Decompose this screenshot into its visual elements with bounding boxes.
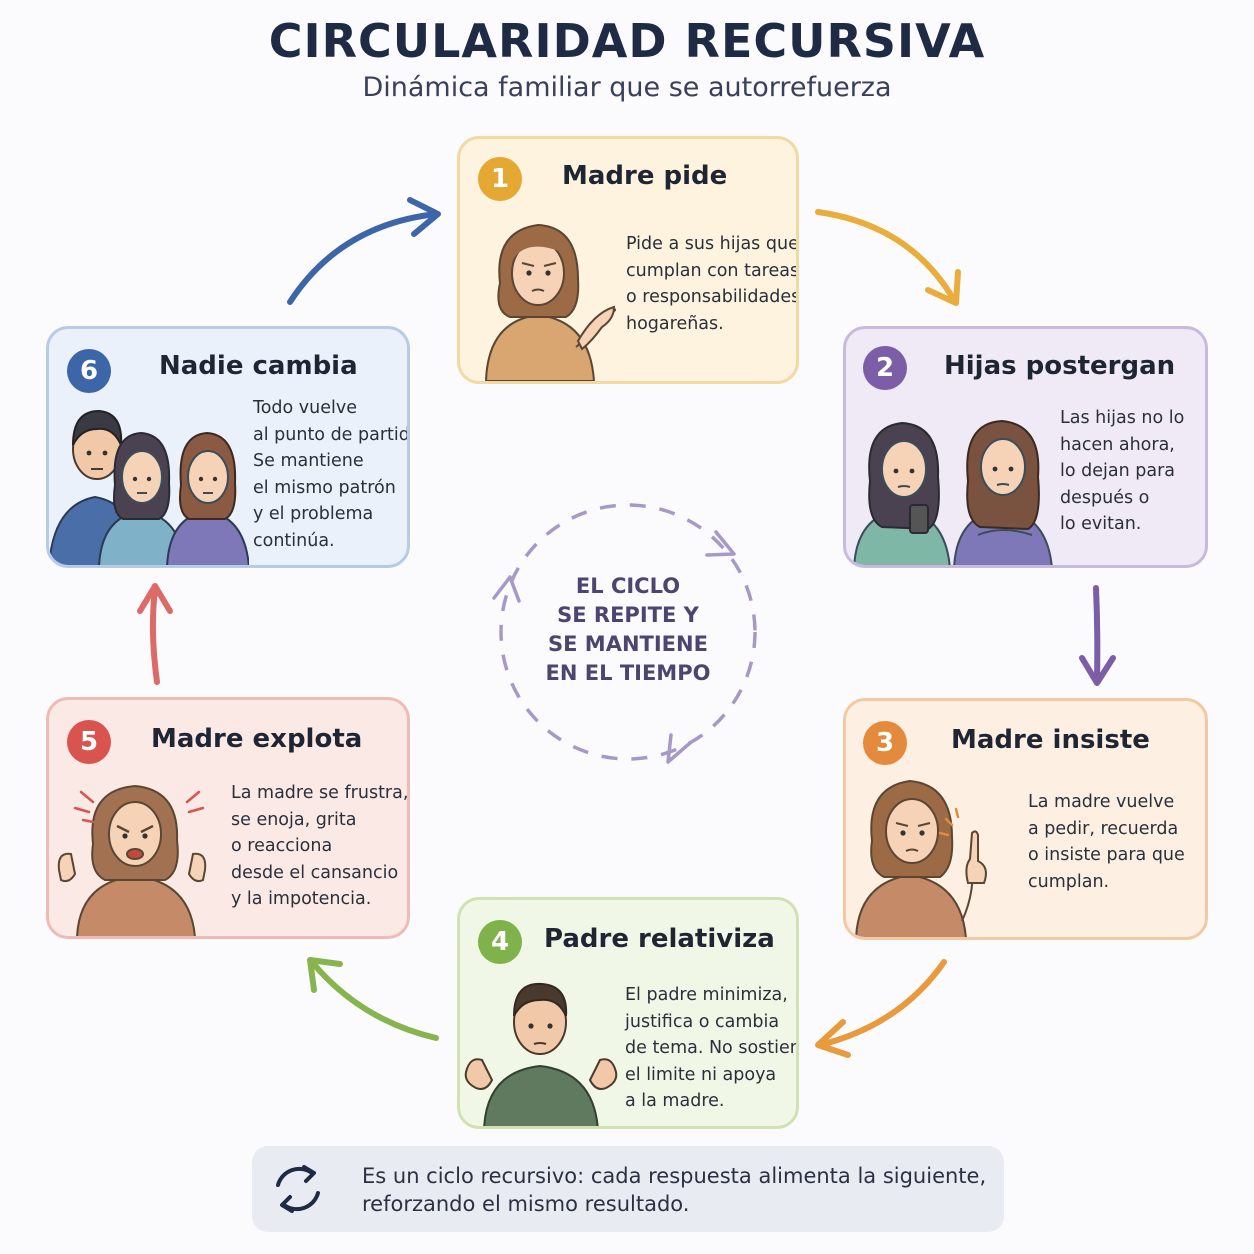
step-number-badge: 2 [863,346,907,390]
step-title: Madre pide [562,161,728,191]
center-cycle-text: EL CICLO SE REPITE Y SE MANTIENE EN EL T… [545,574,711,685]
father-shrugging-illustration [464,982,618,1126]
step-card-padre-relativiza: 4 Padre relativiza El padre minimiza, ju… [457,897,799,1129]
step-card-nadie-cambia: 6 Nadie cambia Todo vuelve al punto de p… [46,326,410,568]
page-title: CIRCULARIDAD RECURSIVA [268,14,986,68]
arrow-6-to-1 [287,197,441,305]
step-title: Madre explota [151,724,363,754]
step-title: Hijas postergan [944,351,1176,381]
mother-asking-illustration [484,223,616,381]
step-title: Madre insiste [951,725,1150,755]
center-dashed-cycle [492,503,757,764]
mother-insisting-illustration [855,779,987,937]
footer-note: Es un ciclo recursivo: cada respuesta al… [252,1146,1004,1232]
arrow-4-to-5 [307,957,439,1041]
step-description: Todo vuelve al punto de partida. Se mant… [253,398,410,551]
step-title: Padre relativiza [544,924,775,954]
step-title: Nadie cambia [159,351,358,381]
daughters-postponing-illustration [853,419,1053,565]
step-number-badge: 5 [67,720,111,764]
arrow-1-to-2 [815,209,961,306]
step-card-madre-explota: 5 Madre explota La madre se frustra, se … [46,697,410,939]
step-description: Las hijas no lo hacen ahora, lo dejan pa… [1060,408,1185,534]
family-unchanged-illustration [49,409,249,565]
step-card-hijas-postergan: 2 Hijas postergan Las hijas no lo hacen … [843,326,1208,568]
mother-exploding-illustration [57,784,207,936]
step-number-badge: 1 [478,157,522,201]
step-number-badge: 6 [67,349,111,393]
step-description: La madre vuelve a pedir, recuerda o insi… [1028,792,1185,892]
step-description: Pide a sus hijas que cumplan con tareas … [626,234,799,334]
step-card-madre-insiste: 3 Madre insiste La madre vuelve a pedir,… [843,698,1208,940]
refresh-cycle-icon [276,1165,320,1213]
footer-text: Es un ciclo recursivo: cada respuesta al… [362,1164,987,1216]
page-subtitle: Dinámica familiar que se autorrefuerza [362,72,892,103]
step-description: La madre se frustra, se enoja, grita o r… [231,783,409,909]
step-card-madre-pide: 1 Madre pide Pide a sus hijas que cumpla… [457,136,799,384]
arrow-3-to-4 [815,959,947,1058]
arrow-5-to-6 [137,583,173,685]
arrow-2-to-3 [1079,585,1116,686]
step-number-badge: 3 [863,721,907,765]
step-number-badge: 4 [478,920,522,964]
step-description: El padre minimiza, justifica o cambia de… [625,985,799,1111]
